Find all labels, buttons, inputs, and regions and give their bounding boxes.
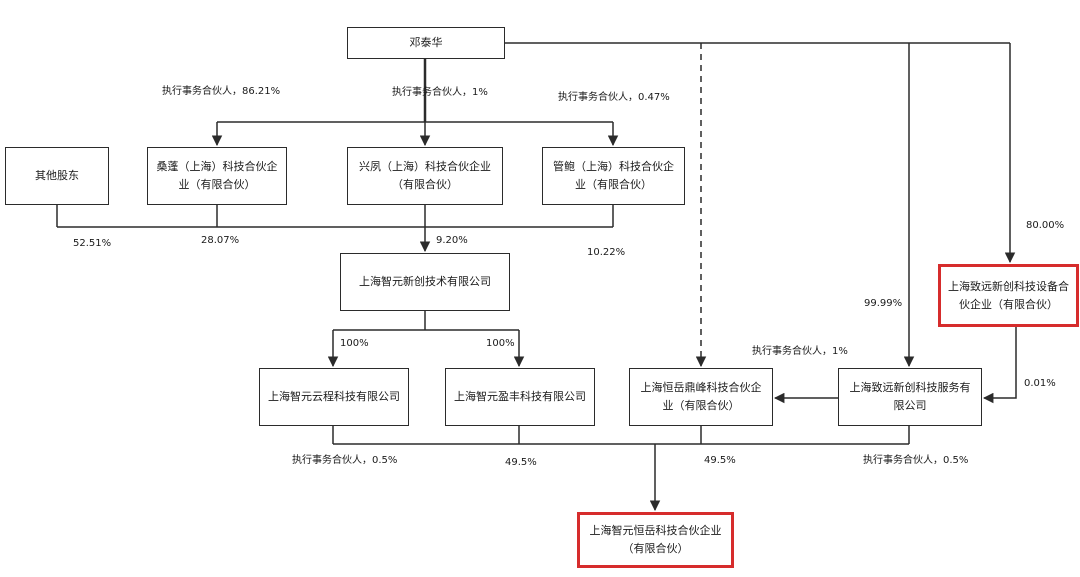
- label-guan-pct: 10.22%: [587, 247, 626, 258]
- node-zhiyuan-service[interactable]: 上海致远新创科技服务有限公司: [838, 368, 982, 426]
- label-service-pct: 执行事务合伙人，0.5%: [863, 455, 969, 466]
- node-zhiyuan-device[interactable]: 上海致远新创科技设备合伙企业（有限合伙）: [938, 264, 1079, 327]
- label-yingfeng-pct: 49.5%: [505, 457, 537, 468]
- label-yuncheng-pct: 执行事务合伙人，0.5%: [292, 455, 398, 466]
- label-service-dingfeng: 执行事务合伙人，1%: [752, 346, 848, 357]
- node-deng[interactable]: 邓泰华: [347, 27, 505, 59]
- label-device-service: 0.01%: [1024, 378, 1056, 389]
- label-zy-yingfeng: 100%: [486, 338, 515, 349]
- label-zy-yuncheng: 100%: [340, 338, 369, 349]
- node-zy-tech[interactable]: 上海智元新创技术有限公司: [340, 253, 510, 311]
- label-other-pct: 52.51%: [73, 238, 112, 249]
- label-sang-pct: 28.07%: [201, 235, 240, 246]
- label-deng-xing: 执行事务合伙人，1%: [392, 87, 488, 98]
- node-guan[interactable]: 管鲍（上海）科技合伙企业（有限合伙）: [542, 147, 685, 205]
- edge-device-service: [982, 327, 1017, 404]
- label-xing-pct: 9.20%: [436, 235, 468, 246]
- node-hengyue[interactable]: 上海智元恒岳科技合伙企业（有限合伙）: [577, 512, 734, 568]
- label-deng-sang: 执行事务合伙人，86.21%: [162, 86, 281, 97]
- label-deng-guan: 执行事务合伙人，0.47%: [558, 92, 670, 103]
- label-deng-service: 99.99%: [864, 298, 903, 309]
- label-dingfeng-pct: 49.5%: [704, 455, 736, 466]
- node-dingfeng[interactable]: 上海恒岳鼎峰科技合伙企业（有限合伙）: [629, 368, 773, 426]
- node-yingfeng[interactable]: 上海智元盈丰科技有限公司: [445, 368, 595, 426]
- node-sang[interactable]: 桑蓬（上海）科技合伙企业（有限合伙）: [147, 147, 287, 205]
- node-xing[interactable]: 兴夙（上海）科技合伙企业（有限合伙）: [347, 147, 503, 205]
- label-deng-device: 80.00%: [1026, 220, 1065, 231]
- node-other-shareholders[interactable]: 其他股东: [5, 147, 109, 205]
- node-yuncheng[interactable]: 上海智元云程科技有限公司: [259, 368, 409, 426]
